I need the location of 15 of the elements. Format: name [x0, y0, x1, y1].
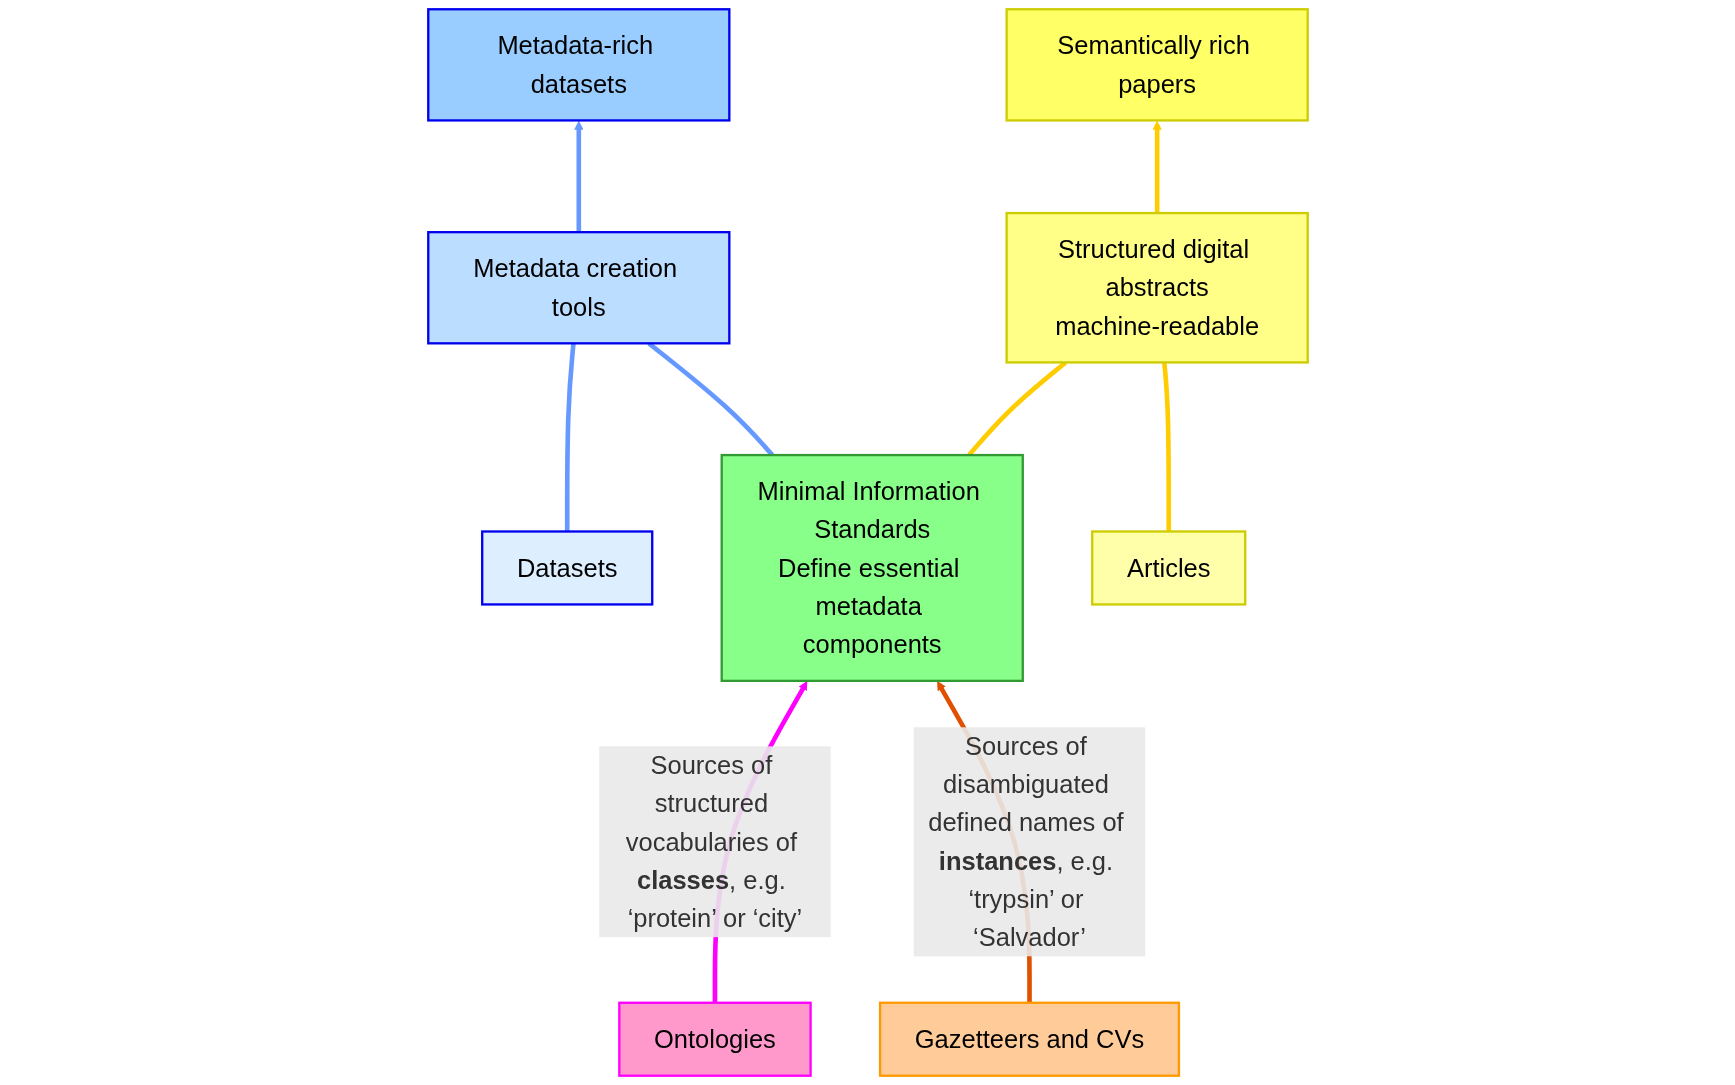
- node-box: Gazetteers and CVs: [878, 1001, 1180, 1077]
- arrow: [1152, 120, 1162, 214]
- node-box: Datasets: [480, 530, 653, 606]
- node-box: Minimal Information Standards Define essential metadata components: [720, 453, 1024, 683]
- node-box: Articles: [1090, 530, 1246, 606]
- node-box: Metadata-rich datasets: [426, 8, 730, 122]
- edge-label: Sources of disambiguated defined names of instances, e.g. ‘trypsin’ or ‘Salvador’: [927, 731, 1124, 952]
- connector: [564, 343, 576, 532]
- node-box: Structured digital abstracts machine-readable: [1005, 211, 1309, 364]
- node-box: Metadata creation tools: [426, 231, 730, 345]
- edge-label: Sources of structured vocabularies of classes, e.g. ‘protein’ or ‘city’: [625, 750, 802, 933]
- arrow: [573, 120, 583, 233]
- connector: [1161, 362, 1171, 532]
- node-box: Semantically rich papers: [1005, 8, 1309, 122]
- node-box: Ontologies: [617, 1001, 812, 1077]
